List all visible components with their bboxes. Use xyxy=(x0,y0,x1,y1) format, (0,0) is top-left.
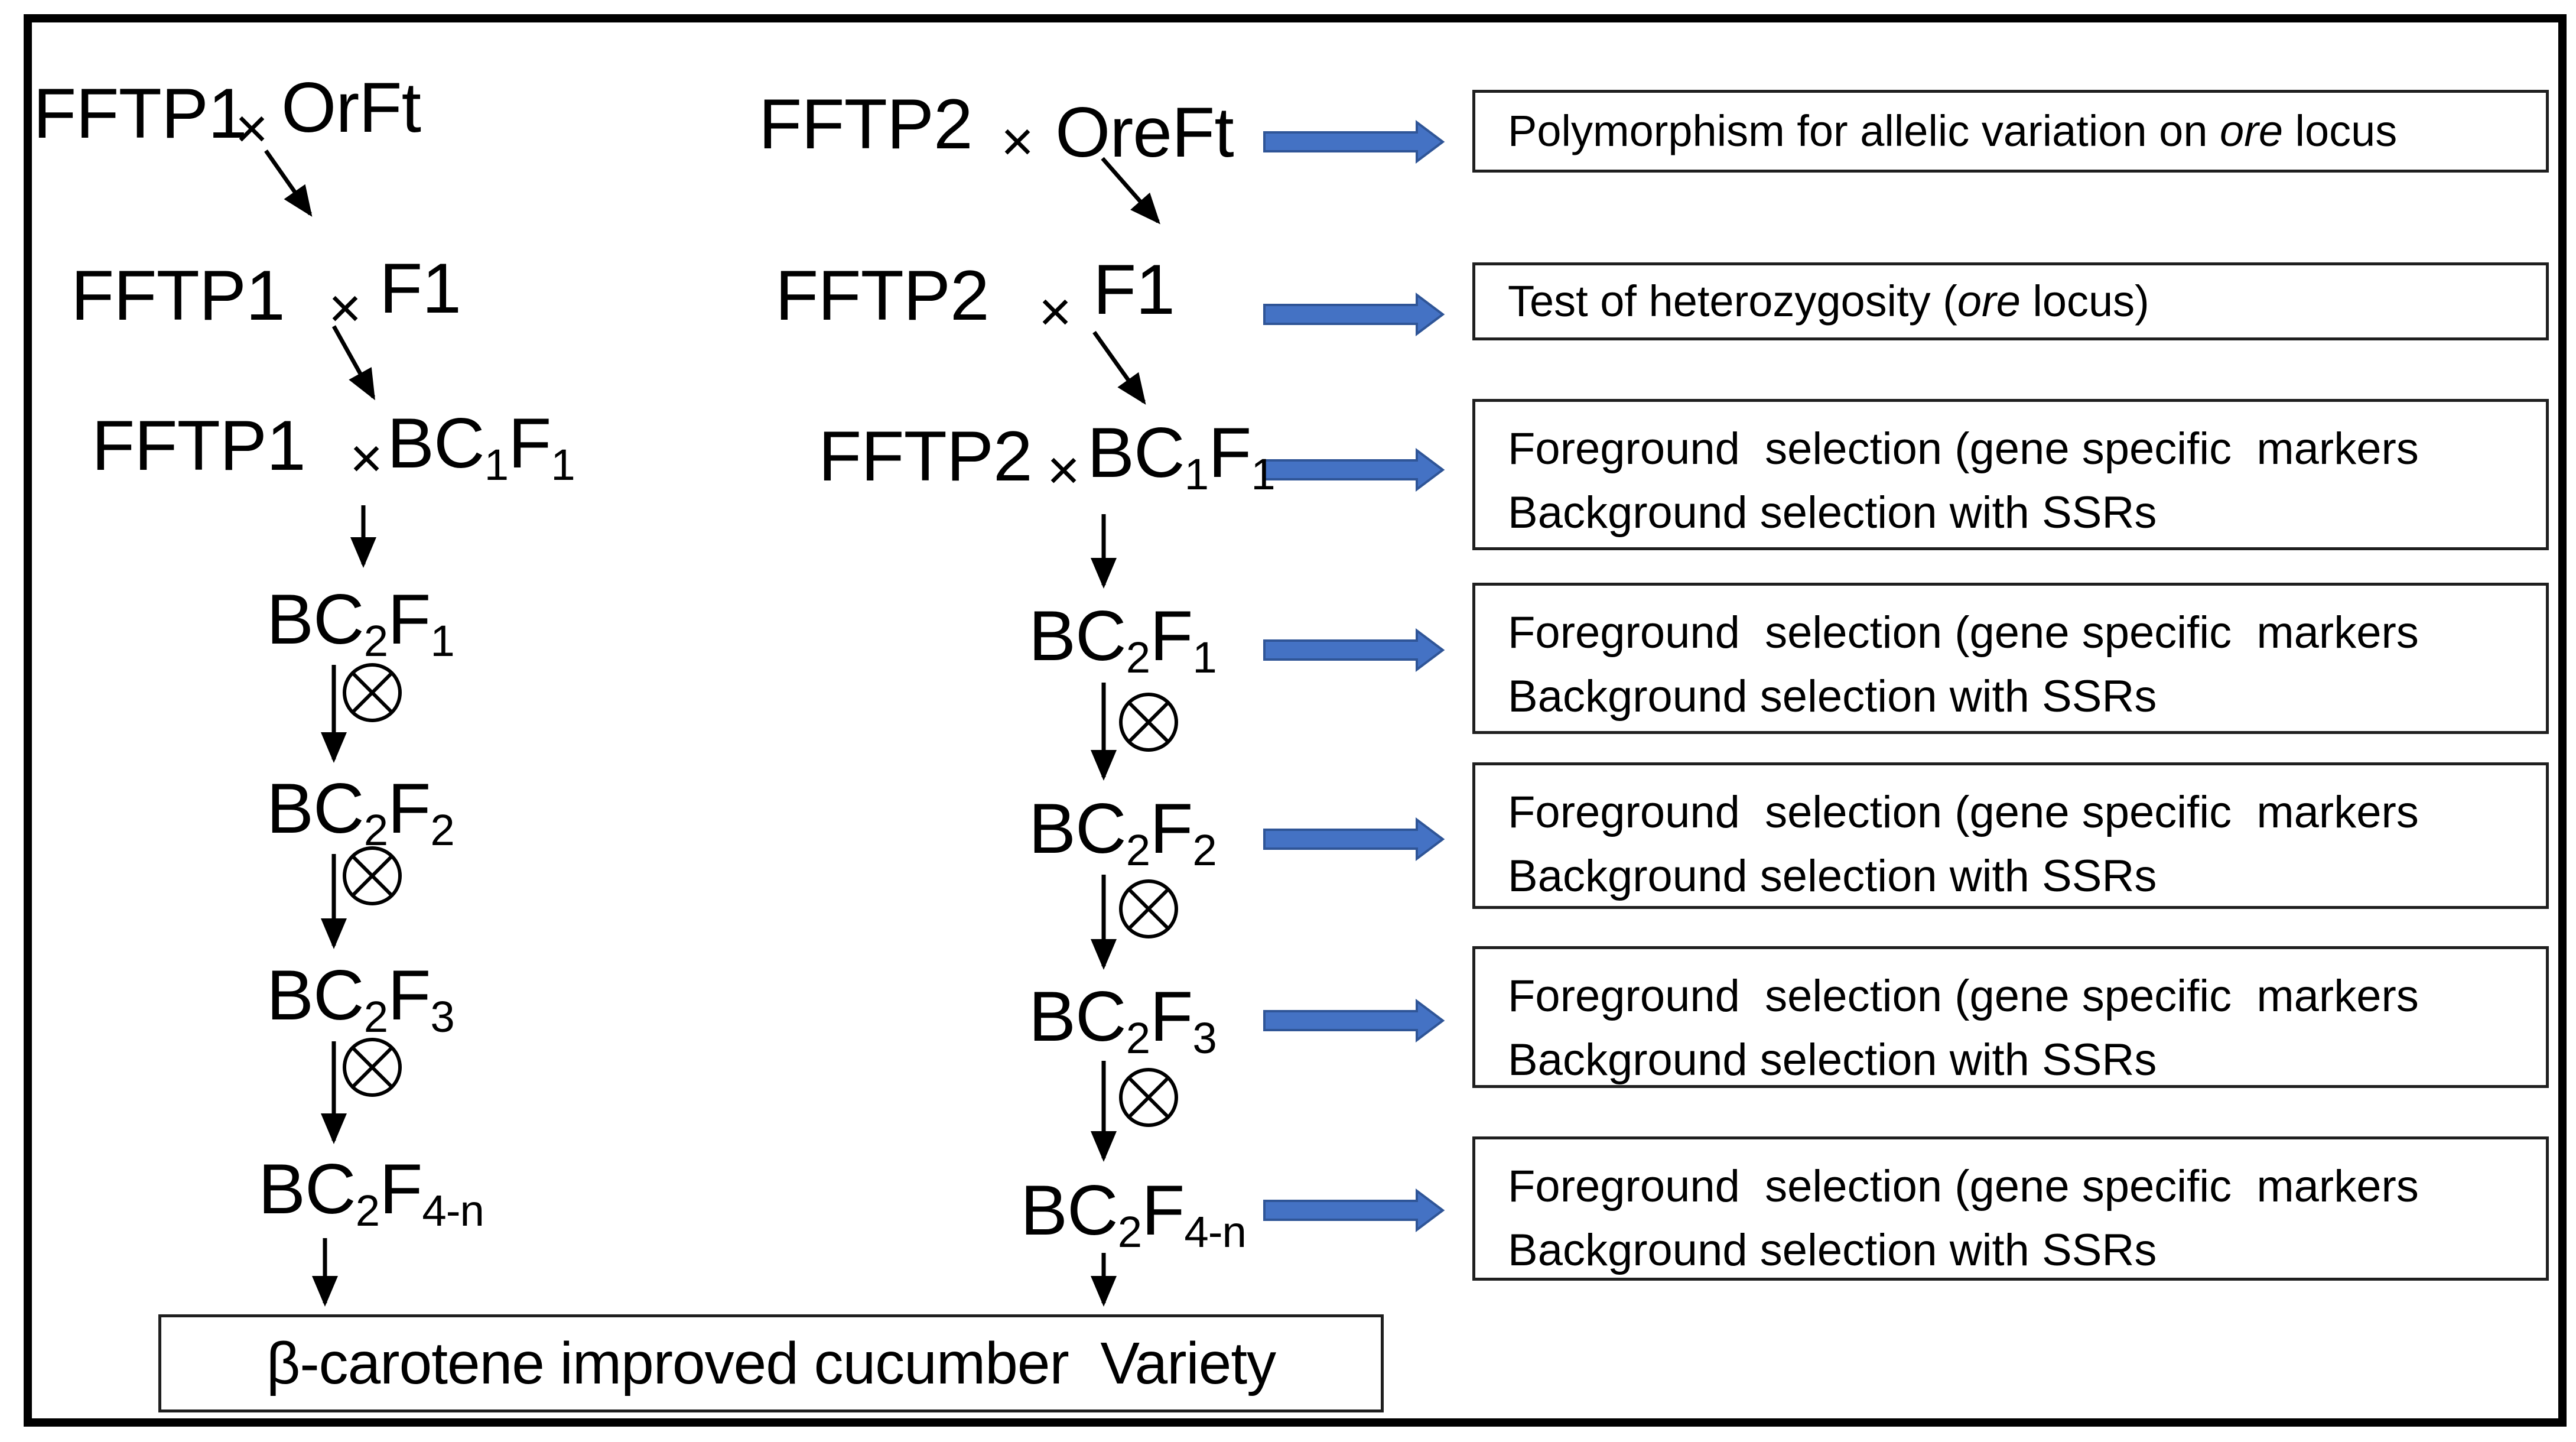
selfing-symbol-icon xyxy=(343,846,402,905)
cross-symbol: × xyxy=(1001,110,1035,173)
diagram-border-frame xyxy=(24,14,2567,1427)
result-label: β-carotene improved cucumber Variety xyxy=(266,1330,1276,1396)
cross-arrow xyxy=(264,149,313,217)
generation-label: BC2F2 xyxy=(1029,789,1217,875)
partner-label: BC1F1 xyxy=(387,404,575,489)
cross-arrow xyxy=(1101,157,1160,225)
parent-label: FFTP2 xyxy=(818,417,1033,496)
partner-label: OrFt xyxy=(281,68,421,147)
result-box: β-carotene improved cucumber Variety xyxy=(158,1314,1384,1412)
cross-symbol: × xyxy=(350,427,383,490)
generation-label: BC2F3 xyxy=(266,956,455,1041)
generation-label: BC2F1 xyxy=(266,580,455,665)
partner-label: BC1F1 xyxy=(1087,413,1276,499)
partner-label: F1 xyxy=(1093,250,1175,329)
cross-arrow xyxy=(1092,330,1146,405)
annotation-box: Foreground selection (gene specific mark… xyxy=(1472,1136,2549,1281)
flow-arrow-icon xyxy=(1263,1188,1445,1232)
parent-label: FFTP1 xyxy=(71,256,285,335)
partner-label: OreFt xyxy=(1055,93,1234,172)
selfing-symbol-icon xyxy=(1119,1068,1178,1127)
cross-symbol: × xyxy=(328,277,362,340)
parent-label: FFTP1 xyxy=(33,74,248,153)
annotation-box: Polymorphism for allelic variation on or… xyxy=(1472,90,2549,173)
flow-arrow-icon xyxy=(1263,999,1445,1042)
generation-label: BC2F4-n xyxy=(1020,1171,1247,1256)
flow-arrow-icon xyxy=(1263,120,1445,164)
parent-label: FFTP2 xyxy=(775,256,990,335)
cross-arrow xyxy=(331,325,376,401)
cross-symbol: × xyxy=(1039,280,1072,343)
flow-arrow-icon xyxy=(1263,448,1445,492)
selfing-symbol-icon xyxy=(343,663,402,722)
cross-symbol: × xyxy=(235,97,269,160)
flow-arrow-icon xyxy=(1263,293,1445,336)
annotation-box: Foreground selection (gene specific mark… xyxy=(1472,762,2549,909)
partner-label: F1 xyxy=(379,249,461,328)
cross-symbol: × xyxy=(1047,439,1081,502)
generation-label: BC2F1 xyxy=(1029,596,1217,682)
flow-arrow-icon xyxy=(1263,628,1445,672)
generation-label: BC2F2 xyxy=(266,769,455,855)
generation-label: BC2F3 xyxy=(1029,977,1217,1063)
flow-arrow-icon xyxy=(1263,817,1445,861)
parent-label: FFTP1 xyxy=(92,406,306,485)
parent-label: FFTP2 xyxy=(759,85,973,164)
selfing-symbol-icon xyxy=(1119,693,1178,752)
annotation-box: Foreground selection (gene specific mark… xyxy=(1472,583,2549,734)
annotation-box: Foreground selection (gene specific mark… xyxy=(1472,399,2549,550)
generation-label: BC2F4-n xyxy=(258,1149,484,1235)
selfing-symbol-icon xyxy=(343,1038,402,1097)
annotation-box: Foreground selection (gene specific mark… xyxy=(1472,946,2549,1088)
selfing-symbol-icon xyxy=(1119,879,1178,938)
annotation-box: Test of heterozygosity (ore locus) xyxy=(1472,262,2549,340)
